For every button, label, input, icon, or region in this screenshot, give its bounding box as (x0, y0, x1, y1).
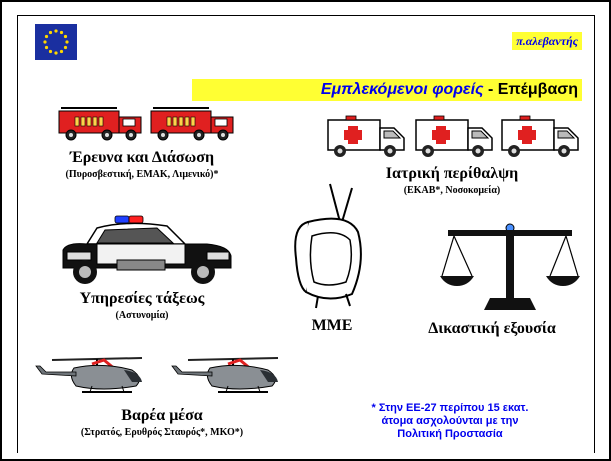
heavy-sublabel: (Στρατός, Ερυθρός Σταυρός*, ΜΚΟ*) (80, 427, 244, 438)
television-icon (294, 183, 362, 309)
ambulance-icon (327, 115, 579, 157)
helicopter-icon (35, 357, 279, 393)
footnote-line-1: * Στην ΕΕ-27 περίπου 15 εκατ. (371, 402, 529, 414)
rescue-label: Έρευνα και Διάσωση (69, 149, 215, 166)
scales-icon (440, 223, 580, 310)
police-sublabel: (Αστυνομία) (115, 310, 169, 321)
footnote-line-2: άτομα ασχολούνται με την (381, 415, 519, 427)
slide-frame (17, 15, 595, 453)
slide-title: Εμπλεκόμενοι φορείς - Επέμβαση (192, 79, 582, 101)
justice-label: Δικαστική εξουσία (428, 320, 556, 337)
rescue-sublabel: (Πυροσβεστική, ΕΜΑΚ, Λιμενικό)* (65, 169, 219, 180)
police-label: Υπηρεσίες τάξεως (79, 290, 205, 307)
fire-truck-icon (58, 107, 234, 141)
medical-label: Ιατρική περίθαλψη (385, 165, 519, 182)
heavy-label: Βαρέα μέσα (121, 407, 203, 424)
author-signature: π.αλεβαντής (2, 32, 582, 50)
eu-flag-icon (35, 24, 77, 60)
footnote: * Στην ΕΕ-27 περίπου 15 εκατ. άτομα ασχο… (320, 402, 580, 441)
police-car-icon (62, 215, 232, 284)
media-label: ΜΜΕ (311, 317, 353, 334)
medical-sublabel: (ΕΚΑΒ*, Νοσοκομεία) (403, 185, 501, 196)
footnote-line-3: Πολιτική Προστασία (397, 428, 503, 440)
